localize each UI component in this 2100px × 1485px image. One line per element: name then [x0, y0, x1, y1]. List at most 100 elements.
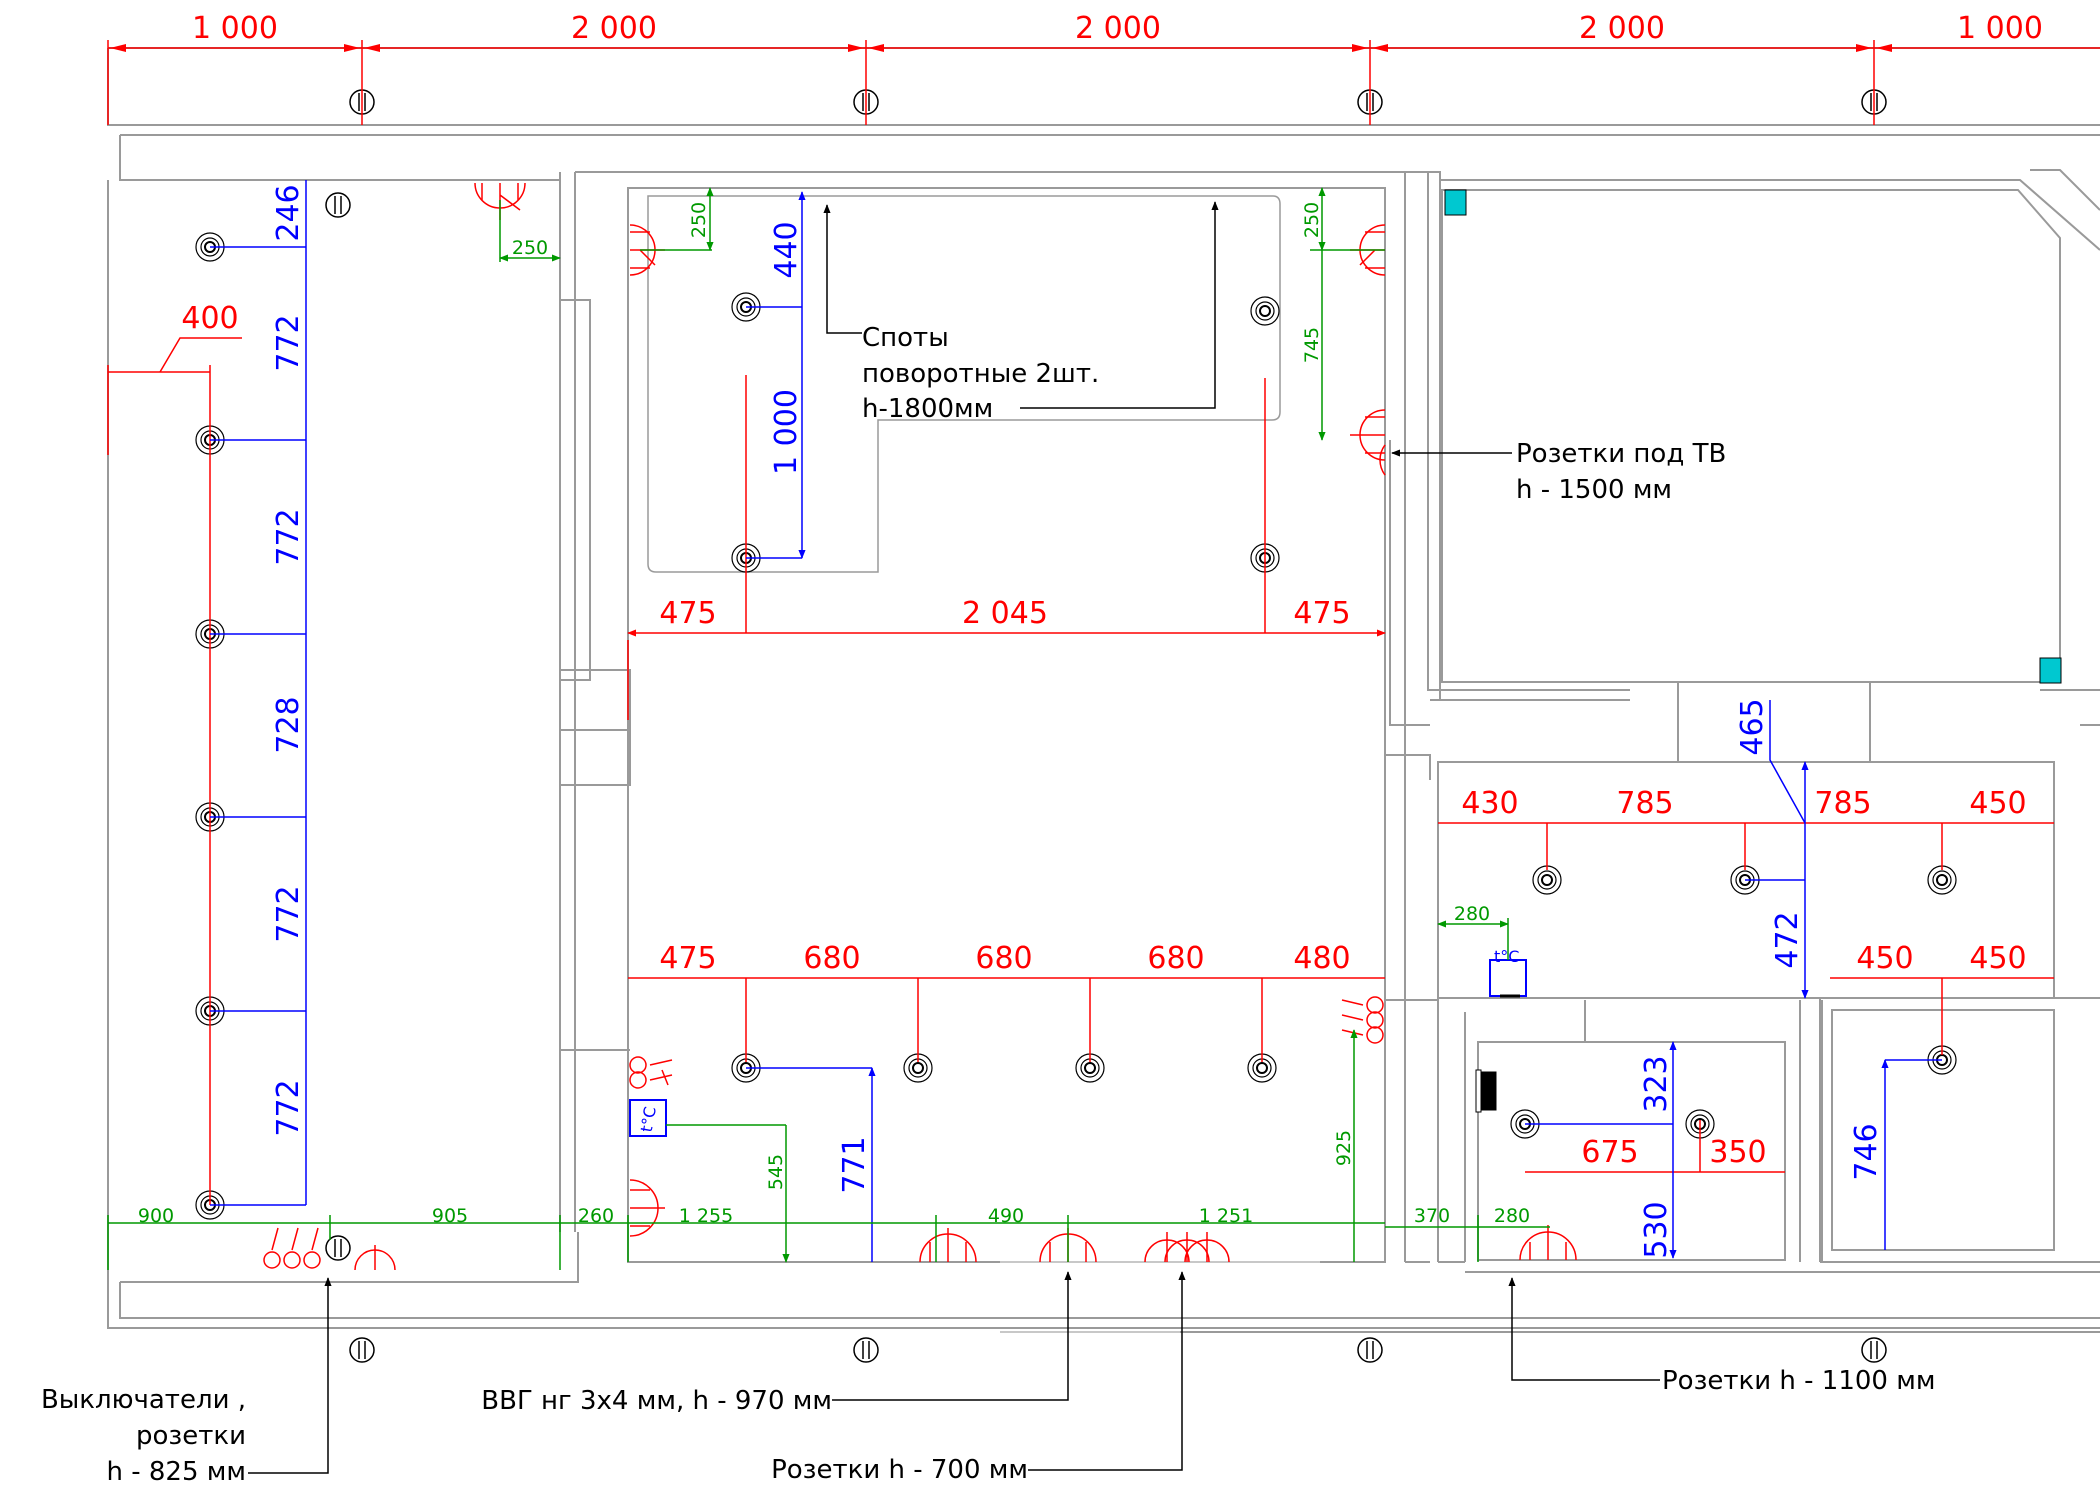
dim-label: 475	[659, 941, 716, 976]
dim-label: 772	[271, 885, 306, 942]
socket-icon	[1519, 1225, 1577, 1261]
dim-label: 772	[271, 314, 306, 371]
dim-label: 472	[1770, 911, 1805, 968]
socket-icon	[629, 1179, 665, 1237]
dim-label: 680	[803, 941, 860, 976]
dim-label: 925	[1333, 1130, 1355, 1166]
dim-label: 2 000	[571, 11, 657, 46]
dim-label: 370	[1414, 1205, 1450, 1227]
dim-label: 2 000	[1075, 11, 1161, 46]
right-room-labels: 465 430 785 785 450 472 280 450 450 323 …	[1414, 698, 2027, 1258]
central-bottom-labels: 475 680 680 680 480 545 771 925 260 1 25…	[578, 941, 1355, 1227]
switch-icon	[1341, 996, 1384, 1044]
note-switches-line3: h - 825 мм	[106, 1457, 246, 1485]
dim-label: 246	[271, 184, 306, 241]
dim-label: 350	[1709, 1135, 1766, 1170]
note-sockets-700: Розетки h - 700 мм	[771, 1455, 1028, 1485]
socket-icon	[1144, 1232, 1230, 1263]
column-icon	[853, 1337, 879, 1363]
dim-label: 900	[138, 1205, 174, 1227]
column-icon	[1861, 1337, 1887, 1363]
dim-label: 280	[1494, 1205, 1530, 1227]
dim-label: 465	[1735, 698, 1770, 755]
dim-label: 450	[1969, 941, 2026, 976]
ceiling-spot-icon	[1532, 865, 1562, 895]
dim-label: 2 000	[1579, 11, 1665, 46]
socket-icon	[919, 1228, 977, 1263]
dim-label: 1 251	[1199, 1205, 1253, 1227]
column-icon	[325, 1235, 351, 1261]
dim-label: 785	[1814, 786, 1871, 821]
ceiling-spots	[195, 232, 1957, 1220]
dim-label: 772	[271, 508, 306, 565]
dim-label: 250	[688, 202, 710, 238]
dim-label: 1 255	[679, 1205, 733, 1227]
annotation-notes: Споты поворотные 2шт. h-1800мм Розетки п…	[41, 323, 1936, 1485]
blue-dimension-lines	[210, 180, 1942, 1262]
thermostat-label: t°C	[637, 1105, 660, 1133]
switch-icon	[263, 1227, 321, 1269]
socket-icon	[1350, 409, 1386, 476]
dim-label: 772	[271, 1079, 306, 1136]
dim-label: 260	[578, 1205, 614, 1227]
dim-label: 785	[1616, 786, 1673, 821]
column-icon	[1357, 1337, 1383, 1363]
dim-label: 475	[659, 596, 716, 631]
dim-label: 1 000	[192, 11, 278, 46]
dim-label: 905	[432, 1205, 468, 1227]
dim-label: 728	[271, 696, 306, 753]
dim-label: 430	[1461, 786, 1518, 821]
dim-label: 680	[975, 941, 1032, 976]
ceiling-spot-icon	[1927, 865, 1957, 895]
note-spots-line3: h-1800мм	[862, 394, 993, 424]
note-sockets-1100: Розетки h - 1100 мм	[1662, 1366, 1935, 1396]
note-switches-line1: Выключатели ,	[41, 1385, 246, 1415]
ceiling-spot-icon	[903, 1053, 933, 1083]
green-dimension-lines	[107, 187, 1550, 1270]
dim-label: 530	[1639, 1201, 1674, 1258]
dim-label: 545	[765, 1154, 787, 1190]
dim-label: 745	[1301, 327, 1323, 363]
dim-label: 400	[181, 301, 238, 336]
dim-label: 1 000	[769, 389, 804, 475]
dim-label: 323	[1639, 1055, 1674, 1112]
switch-icon	[629, 1056, 673, 1089]
corner-marker	[2039, 657, 2062, 684]
column-icon	[349, 1337, 375, 1363]
dim-label: 1 000	[1957, 11, 2043, 46]
dim-label: 680	[1147, 941, 1204, 976]
dim-label: 440	[769, 221, 804, 278]
dim-label: 280	[1454, 903, 1490, 925]
note-spots-line2: поворотные 2шт.	[862, 359, 1099, 389]
dim-label: 250	[512, 237, 548, 259]
note-cable: ВВГ нг 3х4 мм, h - 970 мм	[481, 1386, 832, 1416]
dim-label: 2 045	[962, 596, 1048, 631]
column-icon	[325, 192, 351, 218]
socket-icon	[354, 1245, 396, 1271]
top-dimension-labels: 1 000 2 000 2 000 2 000 1 000	[192, 11, 2043, 46]
left-room-labels: 400 246 772 772 728 772 772 900 905 250	[138, 184, 548, 1227]
dim-label: 771	[837, 1136, 872, 1193]
dim-label: 746	[1849, 1123, 1884, 1180]
note-switches-line2: розетки	[136, 1421, 246, 1451]
dim-label: 250	[1301, 202, 1323, 238]
walls	[107, 47, 2100, 1333]
note-tv-line2: h - 1500 мм	[1516, 475, 1672, 505]
thermostat-label: t°C	[1494, 947, 1519, 966]
ceiling-spot-icon	[1250, 296, 1280, 326]
dim-label: 675	[1581, 1135, 1638, 1170]
thermostat-icon: t°C	[629, 1099, 667, 1137]
central-top-labels: 250 250 440 1 000 745 475 2 045 475	[659, 202, 1350, 631]
leader-lines	[248, 201, 1660, 1474]
note-tv-line1: Розетки под ТВ	[1516, 439, 1726, 469]
red-dimension-lines	[107, 40, 2100, 1205]
corner-marker	[1444, 189, 1467, 216]
note-spots-line1: Споты	[862, 323, 949, 353]
dim-label: 490	[988, 1205, 1024, 1227]
columns	[325, 89, 1887, 1363]
dim-label: 450	[1856, 941, 1913, 976]
window-strips	[1000, 1261, 1320, 1333]
dim-label: 450	[1969, 786, 2026, 821]
dim-label: 475	[1293, 596, 1350, 631]
